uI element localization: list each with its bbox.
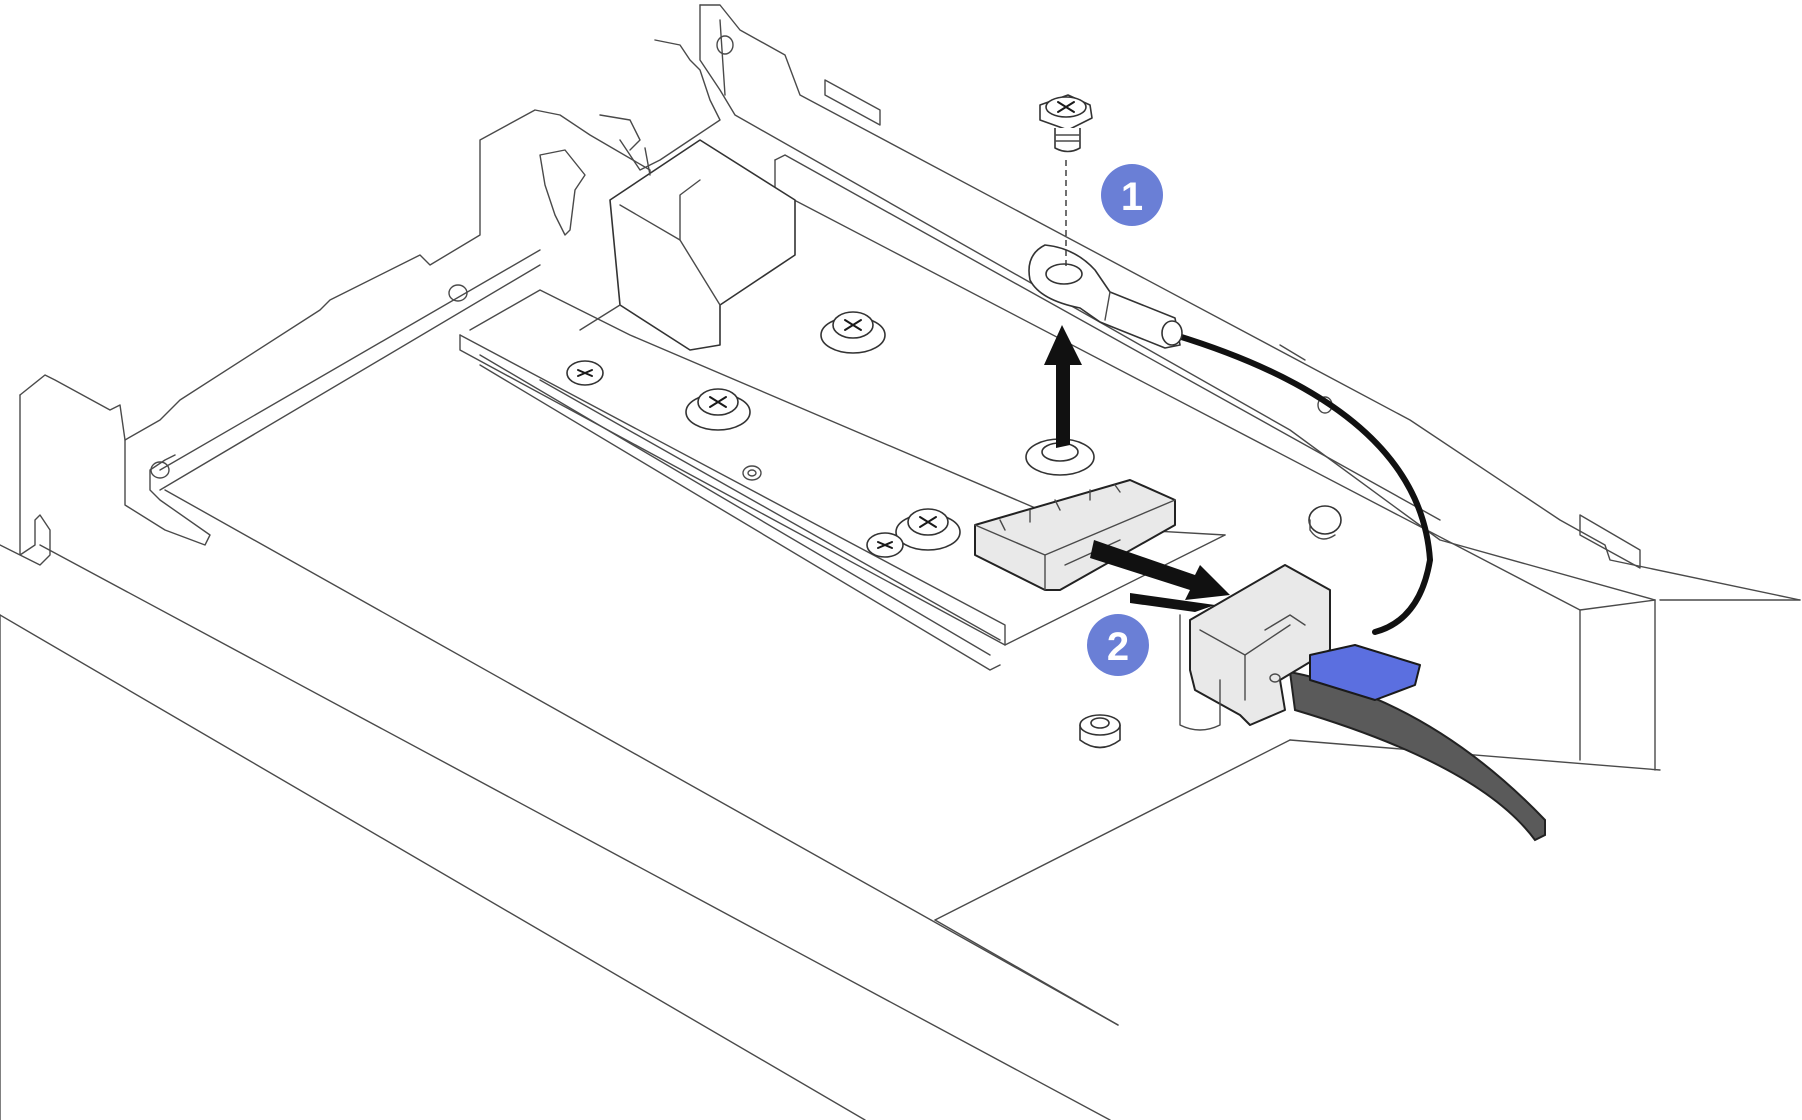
callout-1: 1 <box>1101 164 1163 226</box>
board-screw-4 <box>566 360 604 386</box>
callout-2-circle <box>1087 614 1149 676</box>
rear-wall-rail <box>699 4 1801 761</box>
board-screw-3 <box>895 508 961 551</box>
adapter-board <box>459 289 1226 671</box>
board-screw-2 <box>685 388 751 431</box>
callout-2-label: 2 <box>1107 625 1129 669</box>
module-housing <box>579 139 796 351</box>
callout-1-label: 1 <box>1121 175 1143 219</box>
board-screw-5 <box>866 532 904 558</box>
standoff-2 <box>1079 714 1121 749</box>
screw-icon <box>1039 94 1093 270</box>
callout-2: 2 <box>1087 614 1149 676</box>
flex-connector-housing <box>1179 564 1331 731</box>
callout-1-circle <box>1101 164 1163 226</box>
ground-cable <box>1172 332 1434 635</box>
pull-arrow <box>1090 540 1230 612</box>
ground-ring-terminal <box>1028 244 1183 349</box>
board-screw-1 <box>820 311 886 354</box>
left-bracket <box>0 39 721 566</box>
flex-ribbon-cable <box>1288 670 1546 842</box>
chassis-tray <box>0 489 1801 1120</box>
blue-connector-tab <box>1309 644 1421 701</box>
wall-peg <box>1308 505 1342 540</box>
lift-arrow <box>1044 325 1082 448</box>
